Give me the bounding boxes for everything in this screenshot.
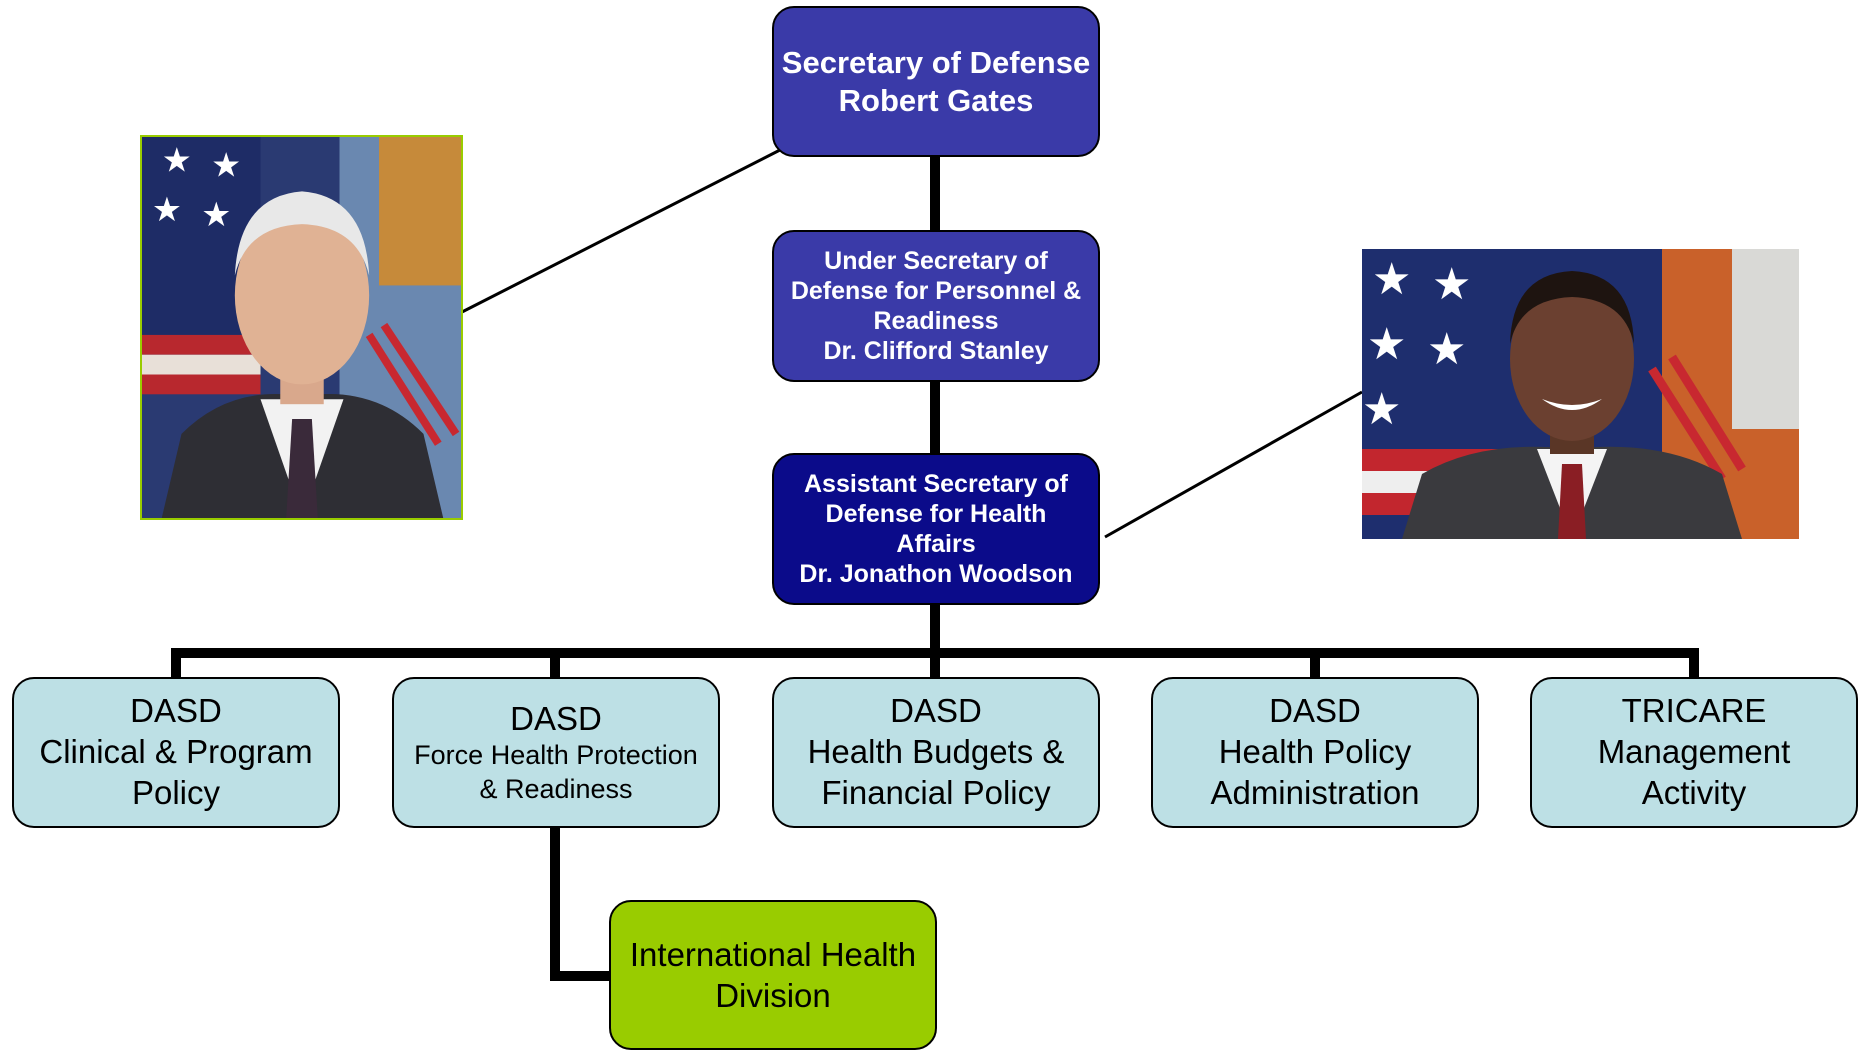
- connector-division: [550, 825, 610, 981]
- office-box-clinical-program-policy: DASD Clinical & Program Policy: [12, 677, 340, 828]
- svg-text:★: ★: [1372, 254, 1411, 305]
- svg-text:★: ★: [162, 141, 192, 180]
- secretary-name: Robert Gates: [838, 82, 1034, 118]
- division-line2: Division: [715, 977, 831, 1014]
- office-3-line1: DASD: [890, 692, 982, 730]
- svg-text:★: ★: [152, 190, 182, 229]
- office-5-line2: Management: [1597, 733, 1791, 771]
- assistant-secretary-name: Dr. Jonathon Woodson: [799, 560, 1073, 588]
- office-1-line2: Clinical & Program: [39, 733, 313, 771]
- svg-text:★: ★: [211, 146, 241, 185]
- assistant-secretary-line3: Affairs: [896, 530, 976, 558]
- portrait-right-icon: ★ ★ ★ ★ ★: [1362, 249, 1799, 539]
- office-1-line1: DASD: [130, 692, 222, 730]
- svg-text:★: ★: [1362, 384, 1401, 435]
- office-4-line3: Administration: [1210, 773, 1420, 811]
- office-1-line3: Policy: [131, 773, 221, 811]
- portrait-left-icon: ★ ★ ★ ★: [142, 137, 461, 518]
- office-box-health-policy-administration: DASD Health Policy Administration: [1151, 677, 1479, 828]
- office-3-line3: Financial Policy: [821, 773, 1051, 811]
- office-box-force-health-protection: DASD Force Health Protection & Readiness: [392, 677, 720, 828]
- international-health-division-box: International Health Division: [609, 900, 937, 1050]
- svg-text:★: ★: [1432, 259, 1471, 310]
- office-2-line3: & Readiness: [479, 773, 633, 804]
- assistant-secretary-line2: Defense for Health: [825, 500, 1047, 528]
- office-5-line3: Activity: [1641, 773, 1747, 811]
- assistant-secretary-box: Assistant Secretary of Defense for Healt…: [772, 453, 1100, 605]
- division-line1: International Health: [629, 935, 917, 973]
- connector-photo-right: [1104, 390, 1363, 539]
- portrait-photo-right: ★ ★ ★ ★ ★: [1362, 249, 1799, 539]
- secretary-of-defense-box: Secretary of Defense Robert Gates: [772, 6, 1100, 157]
- connector-photo-left: [461, 148, 781, 314]
- svg-text:★: ★: [1427, 324, 1466, 375]
- under-secretary-line3: Readiness: [873, 307, 999, 335]
- under-secretary-line2: Defense for Personnel &: [790, 277, 1082, 305]
- office-5-line1: TRICARE: [1621, 692, 1767, 730]
- office-box-tricare: TRICARE Management Activity: [1530, 677, 1858, 828]
- svg-text:★: ★: [201, 195, 231, 234]
- assistant-secretary-line1: Assistant Secretary of: [803, 470, 1068, 498]
- office-2-line1: DASD: [510, 699, 602, 737]
- under-secretary-name: Dr. Clifford Stanley: [823, 337, 1049, 365]
- office-4-line2: Health Policy: [1218, 733, 1412, 771]
- portrait-photo-left: ★ ★ ★ ★: [140, 135, 463, 520]
- office-2-line2: Force Health Protection: [414, 740, 698, 771]
- office-3-line2: Health Budgets &: [807, 733, 1065, 771]
- office-box-health-budgets: DASD Health Budgets & Financial Policy: [772, 677, 1100, 828]
- office-4-line1: DASD: [1269, 692, 1361, 730]
- secretary-title: Secretary of Defense: [781, 44, 1091, 80]
- under-secretary-line1: Under Secretary of: [824, 247, 1048, 275]
- under-secretary-box: Under Secretary of Defense for Personnel…: [772, 230, 1100, 382]
- svg-text:★: ★: [1367, 319, 1406, 370]
